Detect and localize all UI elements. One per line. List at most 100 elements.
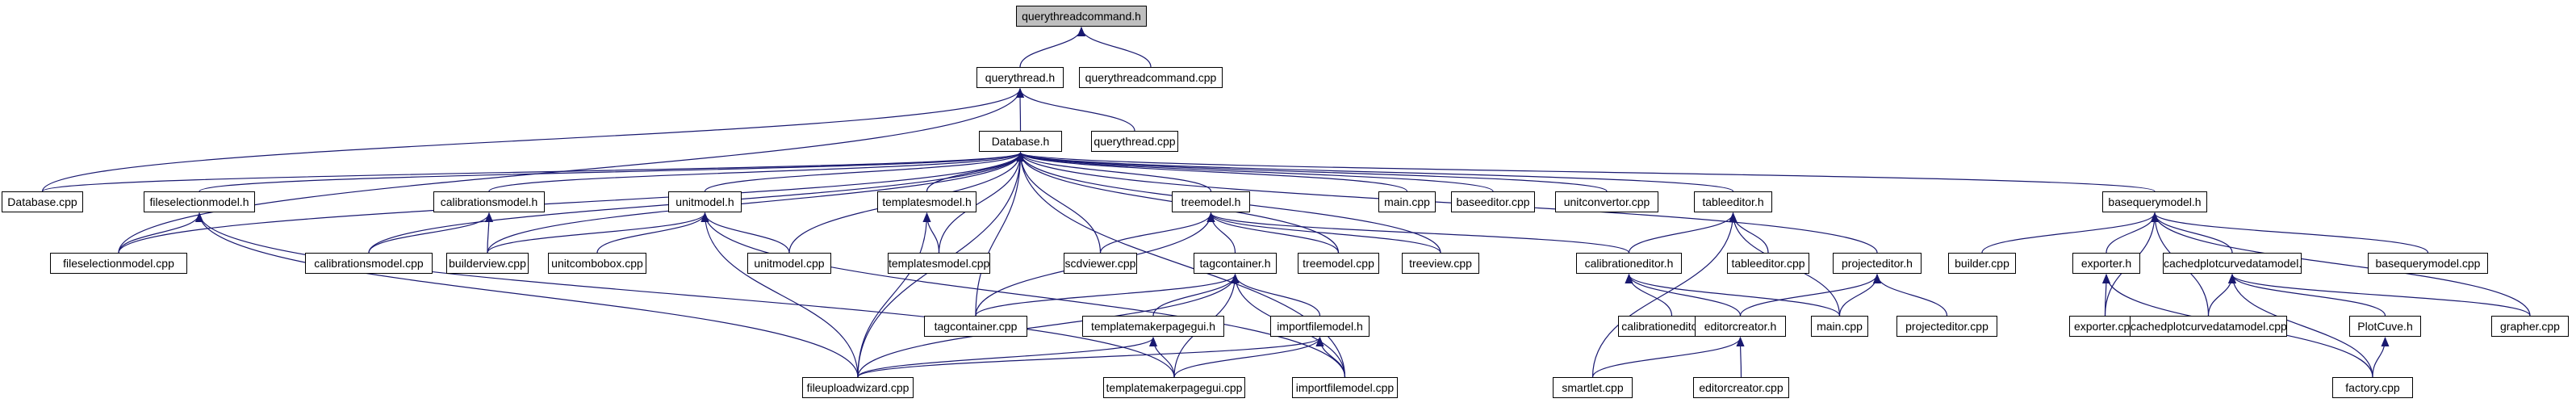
graph-node[interactable]: importfilemodel.cpp — [1292, 377, 1398, 398]
include-edge — [857, 212, 931, 378]
include-edge — [938, 152, 1025, 254]
graph-node[interactable]: scdviewer.cpp — [1064, 253, 1137, 274]
graph-node[interactable]: cachedplotcurvedatamodel.cpp — [2130, 316, 2287, 337]
include-edge — [1625, 274, 1742, 317]
include-edge — [1628, 212, 1738, 254]
include-edge — [1099, 212, 1215, 254]
include-edge — [1016, 152, 1102, 254]
include-edge — [199, 152, 1025, 192]
include-edge — [195, 212, 859, 378]
include-edge — [1016, 152, 1408, 192]
graph-node[interactable]: exporter.cpp — [2069, 316, 2141, 337]
graph-node[interactable]: unitmodel.cpp — [747, 253, 831, 274]
graph-node[interactable]: exporter.h — [2072, 253, 2140, 274]
include-edge — [41, 152, 1024, 192]
include-edge — [368, 212, 493, 254]
include-edge — [1591, 337, 1745, 378]
graph-node[interactable]: templatesmodel.h — [877, 191, 976, 212]
graph-node[interactable]: templatesmodel.cpp — [888, 253, 990, 274]
include-edge — [2151, 212, 2429, 254]
graph-node[interactable]: unitcombobox.cpp — [548, 253, 646, 274]
graph-node[interactable]: main.cpp — [1378, 191, 1436, 212]
graph-node[interactable]: Database.cpp — [2, 191, 83, 212]
graph-node[interactable]: fileuploadwizard.cpp — [802, 377, 914, 398]
graph-node[interactable]: factory.cpp — [2332, 377, 2413, 398]
graph-node[interactable]: unitmodel.h — [668, 191, 742, 212]
include-edge — [1873, 274, 1948, 317]
graph-node[interactable]: basequerymodel.h — [2102, 191, 2207, 212]
graph-node[interactable]: querythread.cpp — [1091, 131, 1178, 152]
include-edge — [1017, 152, 2156, 192]
include-edge — [1206, 212, 1340, 254]
graph-node[interactable]: treemodel.h — [1172, 191, 1250, 212]
include-edge — [487, 152, 1025, 254]
include-edge — [1016, 152, 1494, 192]
include-edge — [2228, 274, 2531, 317]
graph-node[interactable]: main.cpp — [1811, 316, 1868, 337]
graph-node[interactable]: Database.h — [979, 131, 1062, 152]
graph-node[interactable]: basequerymodel.cpp — [2368, 253, 2488, 274]
graph-node[interactable]: unitconvertor.cpp — [1555, 191, 1658, 212]
include-edge — [2228, 274, 2373, 378]
include-edge — [118, 152, 1025, 254]
include-edge — [1016, 152, 1878, 254]
include-edge — [1077, 27, 1152, 68]
include-edge — [2372, 337, 2390, 378]
graph-node[interactable]: querythread.h — [976, 67, 1064, 88]
include-edge — [1016, 88, 1135, 132]
graph-node[interactable]: calibrationsmodel.cpp — [305, 253, 433, 274]
include-edge — [2228, 274, 2386, 317]
include-edge — [1206, 212, 1441, 254]
include-edge — [700, 212, 859, 378]
include-edge — [857, 337, 1324, 378]
graph-node[interactable]: calibrationeditor.h — [1576, 253, 1682, 274]
include-edge — [1981, 212, 2159, 254]
graph-node[interactable]: smartlet.cpp — [1553, 377, 1633, 398]
graph-node[interactable]: projecteditor.cpp — [1896, 316, 1997, 337]
graph-node[interactable]: tagcontainer.cpp — [924, 316, 1027, 337]
graph-node[interactable]: querythreadcommand.h — [1016, 6, 1147, 27]
include-edge — [857, 337, 1157, 378]
graph-node[interactable]: cachedplotcurvedatamodel.h — [2163, 253, 2302, 274]
graph-node[interactable]: fileselectionmodel.h — [144, 191, 255, 212]
graph-node[interactable]: projecteditor.h — [1833, 253, 1922, 274]
include-edge — [1591, 212, 1738, 378]
include-edge — [487, 212, 709, 254]
graph-node[interactable]: tagcontainer.h — [1194, 253, 1277, 274]
graph-node[interactable]: grapher.cpp — [2491, 316, 2569, 337]
graph-node[interactable]: builder.cpp — [1948, 253, 2016, 274]
graph-node[interactable]: tableeditor.h — [1694, 191, 1772, 212]
graph-node[interactable]: importfilemodel.h — [1270, 316, 1370, 337]
include-edge — [195, 212, 1175, 378]
include-edge — [484, 212, 493, 254]
graph-node[interactable]: treeview.cpp — [1402, 253, 1479, 274]
graph-node[interactable]: templatemakerpagegui.cpp — [1103, 377, 1245, 398]
include-edge — [1315, 337, 1346, 378]
graph-node[interactable]: fileselectionmodel.cpp — [50, 253, 187, 274]
include-edge — [1736, 337, 1745, 378]
include-edge — [41, 88, 1024, 192]
include-edge — [1016, 152, 1212, 192]
include-edge — [857, 274, 1240, 378]
graph-node[interactable]: calibrationsmodel.h — [433, 191, 545, 212]
graph-node[interactable]: tableeditor.cpp — [1727, 253, 1809, 274]
graph-node[interactable]: editorcreator.h — [1695, 316, 1786, 337]
include-edge — [1016, 152, 1608, 192]
graph-node[interactable]: querythreadcommand.cpp — [1079, 67, 1223, 88]
include-edge — [1149, 337, 1175, 378]
graph-node[interactable]: templatemakerpagegui.h — [1082, 316, 1224, 337]
include-edge — [1625, 274, 1841, 317]
include-edge — [2151, 212, 2531, 317]
graph-node[interactable]: editorcreator.cpp — [1693, 377, 1789, 398]
graph-node[interactable]: PlotCuve.h — [2349, 316, 2421, 337]
graph-node[interactable]: baseeditor.cpp — [1451, 191, 1535, 212]
graph-node[interactable]: treemodel.cpp — [1298, 253, 1379, 274]
include-edge — [1173, 337, 1324, 378]
include-edge — [975, 152, 1025, 317]
include-edge — [1739, 274, 1881, 317]
include-edge — [1206, 212, 1630, 254]
graph-node[interactable]: builderview.cpp — [446, 253, 529, 274]
include-edge — [488, 152, 1025, 192]
